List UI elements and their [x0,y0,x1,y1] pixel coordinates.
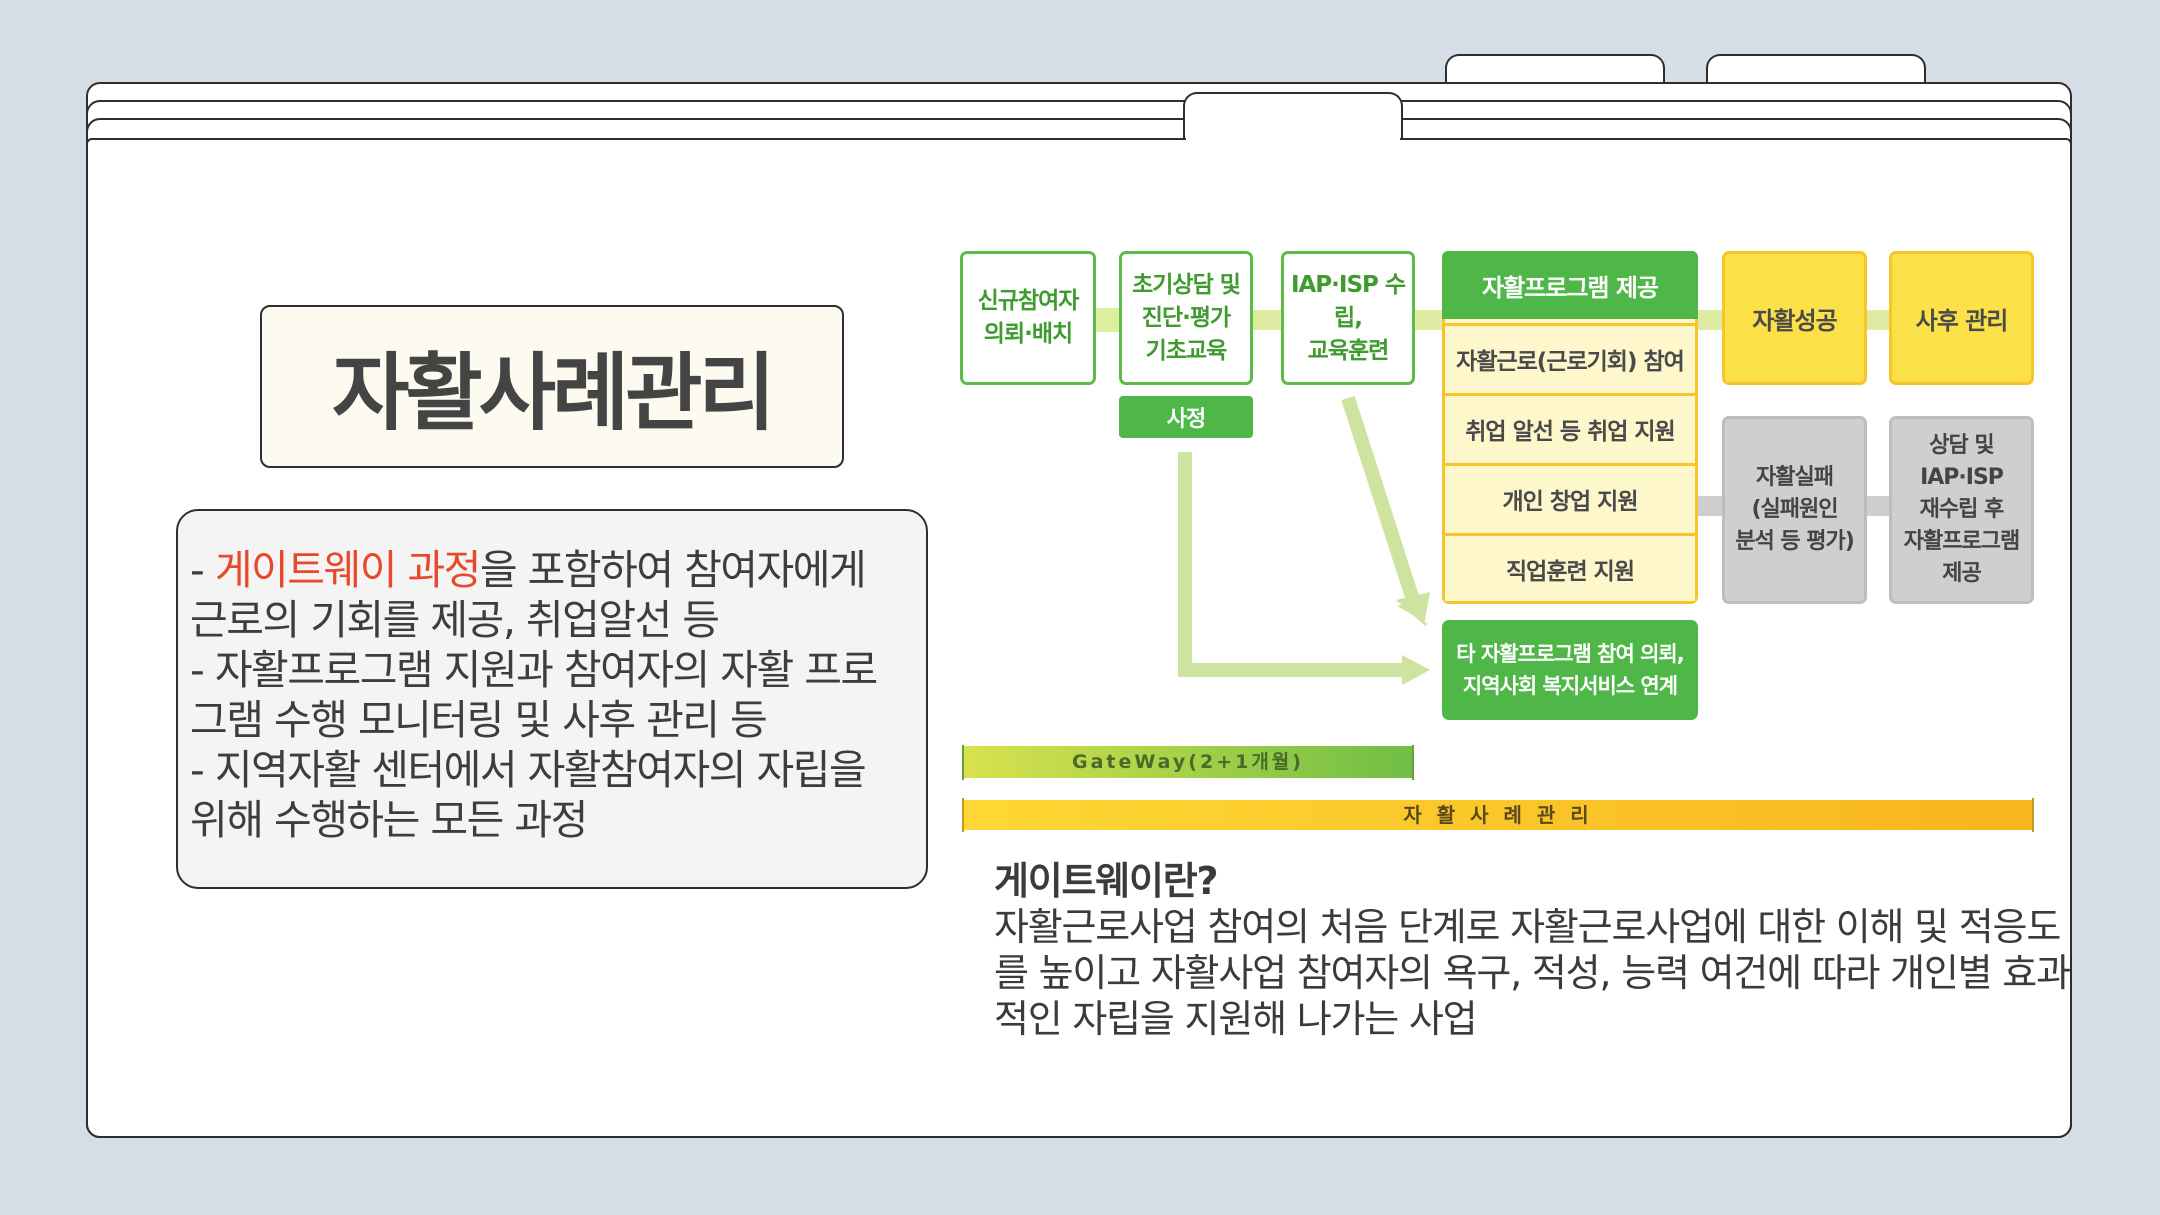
program-item-2: 취업 알선 등 취업 지원 [1445,393,1695,461]
gateway-bar-label: GateWay(2+1개월) [1072,751,1304,773]
page-title: 자활사례관리 [260,305,844,468]
folder-tab-front [1183,92,1403,142]
gateway-bar [962,746,1414,778]
front-tab-joint [1186,136,1400,142]
description-line-1: - 게이트웨이 과정을 포함하여 참여자에게 [190,546,867,594]
assessment-arrow [1178,452,1405,677]
description-line-3: - 자활프로그램 지원과 참여자의 자활 프로 [190,646,878,694]
assessment-arrow-head [1402,655,1430,685]
referral-box: 타 자활프로그램 참여 의뢰,지역사회 복지서비스 연계 [1442,620,1698,720]
step-iap-isp: IAP·ISP 수립,교육훈련 [1281,251,1415,385]
outcome-aftercare: 사후 관리 [1889,251,2034,385]
program-item-3: 개인 창업 지원 [1445,463,1695,531]
gateway-line-3: 적인 자립을 지원해 나가는 사업 [994,997,1478,1041]
gray-connector-2 [1865,496,1893,516]
case-management-bar [962,800,2034,830]
case-bar-label: 자 활 사 례 관 리 [1403,803,1593,827]
program-header: 자활프로그램 제공 [1442,251,1698,319]
gateway-explanation: 게이트웨이란? 자활근로사업 참여의 처음 단계로 자활근로사업에 대한 이해 … [994,858,2094,1042]
description-line-5: - 지역자활 센터에서 자활참여자의 자립을 [190,746,867,794]
outcome-success: 자활성공 [1722,251,1867,385]
program-item-1: 자활근로(근로기회) 참여 [1445,323,1695,391]
gateway-highlight: 게이트웨이 과정 [214,546,482,594]
description-line-4: 그램 수행 모니터링 및 사후 관리 등 [190,696,768,744]
iap-arrow [1341,395,1420,603]
gray-connector-1 [1695,496,1725,516]
description-line-2: 근로의 기회를 제공, 취업알선 등 [190,596,720,644]
description-box: - 게이트웨이 과정을 포함하여 참여자에게 근로의 기회를 제공, 취업알선 … [176,509,928,889]
assessment-label: 사정 [1119,396,1253,438]
gateway-line-2: 를 높이고 자활사업 참여자의 욕구, 적성, 능력 여건에 따라 개인별 효과 [994,951,2071,995]
gateway-heading: 게이트웨이란? [994,859,1219,903]
description-line-6: 위해 수행하는 모든 과정 [190,796,588,844]
program-item-4: 직업훈련 지원 [1445,533,1695,601]
gateway-line-1: 자활근로사업 참여의 처음 단계로 자활근로사업에 대한 이해 및 적응도 [994,905,2061,949]
